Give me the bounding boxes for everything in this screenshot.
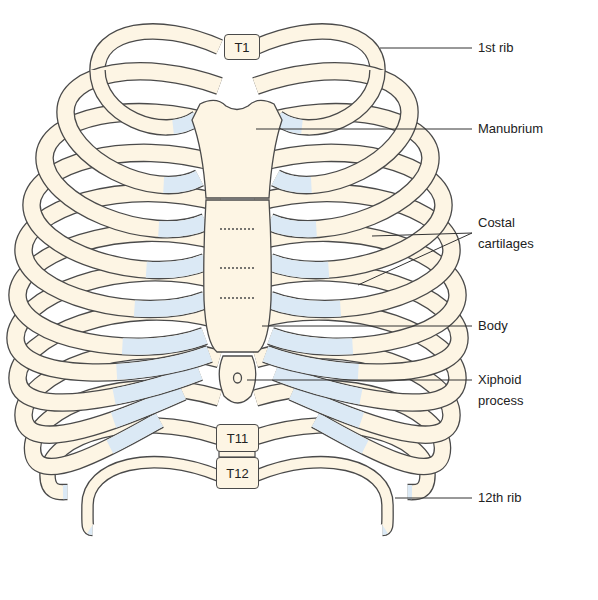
- ribs-anterior: [16, 70, 460, 530]
- rib-outline: [383, 505, 388, 530]
- xiphoid-foramen: [234, 373, 242, 383]
- rib-outline: [256, 462, 388, 505]
- vertebra-box: T11: [216, 424, 259, 452]
- rib-outline: [278, 70, 378, 127]
- manubrium-shape: [192, 100, 282, 198]
- part-label: 12th rib: [478, 487, 588, 508]
- sternum: [192, 100, 282, 403]
- vertebra-label: T12: [226, 467, 248, 480]
- vertebra-label: T1: [234, 41, 249, 54]
- rib-anterior: [98, 70, 198, 127]
- costal-cartilage: [48, 475, 68, 492]
- sternal-body-shape: [204, 200, 272, 352]
- rib-anterior: [383, 505, 388, 530]
- rib-outline: [88, 462, 220, 505]
- rib-outline: [98, 70, 198, 127]
- sternal-ridges: [220, 229, 256, 298]
- costal-cartilage: [408, 475, 428, 492]
- costal-cartilage: [383, 505, 388, 530]
- rib-anterior: [278, 70, 378, 127]
- rib-outline: [48, 475, 68, 492]
- part-label: 1st rib: [478, 37, 588, 58]
- leader-lines: [247, 48, 472, 498]
- part-label: Xiphoid process: [478, 369, 558, 411]
- rib-anterior: [408, 475, 428, 492]
- costal-cartilage: [278, 70, 378, 127]
- part-label: Costal cartilages: [478, 212, 568, 254]
- rib-posterior: [256, 462, 388, 505]
- costal-cartilage: [98, 70, 198, 127]
- part-label: Body: [478, 315, 588, 336]
- rib-outline: [408, 475, 428, 492]
- ribs-posterior: [16, 31, 460, 505]
- vertebra-box: T12: [216, 457, 259, 489]
- rib-posterior: [88, 462, 220, 505]
- rib-anterior: [87, 505, 92, 530]
- rib-anterior: [48, 475, 68, 492]
- rib-outline: [87, 505, 92, 530]
- vertebra-box: T1: [224, 34, 260, 60]
- vertebra-label: T11: [227, 432, 248, 445]
- costal-cartilage: [87, 505, 92, 530]
- part-label: Manubrium: [478, 118, 588, 139]
